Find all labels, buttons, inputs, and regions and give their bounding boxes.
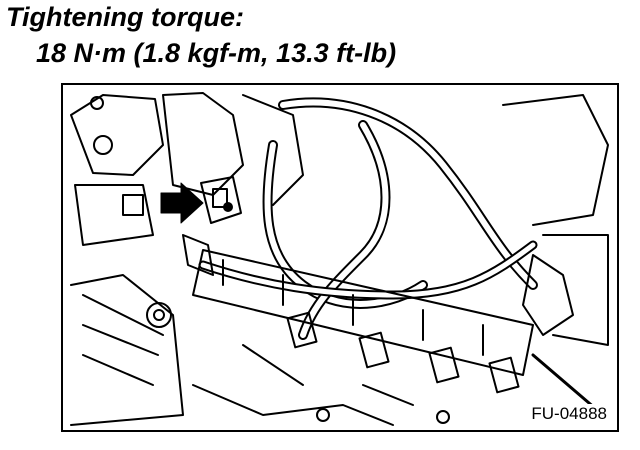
engine-illustration: FU-04888 [61, 83, 619, 432]
torque-label: Tightening torque: [6, 2, 244, 32]
figure-id: FU-04888 [529, 404, 609, 424]
torque-value: 18 N·m (1.8 kgf-m, 13.3 ft-lb) [36, 38, 397, 68]
arrow-right-icon [160, 182, 204, 224]
